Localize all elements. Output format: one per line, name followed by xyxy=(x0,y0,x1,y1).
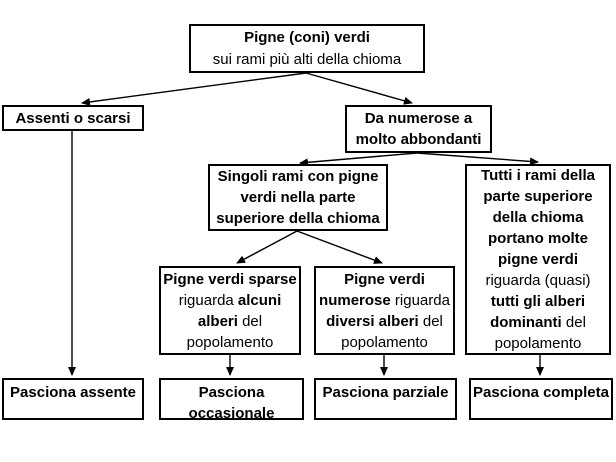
arrow-singoli-to-sparse xyxy=(236,230,298,264)
node-pasciona-assente-text: Pasciona assente xyxy=(10,384,136,401)
arrow-singoli-to-numerose xyxy=(296,230,383,264)
node-pasciona-assente: Pasciona assente xyxy=(2,378,144,420)
arrow-root-to-assenti xyxy=(81,72,307,106)
node-pasciona-completa: Pasciona completa xyxy=(469,378,613,420)
node-pasciona-parziale: Pasciona parziale xyxy=(314,378,457,420)
node-assenti-o-scarsi-text: Assenti o scarsi xyxy=(15,109,131,127)
node-assenti-o-scarsi: Assenti o scarsi xyxy=(2,105,144,131)
arrow-danumerose-to-tutti xyxy=(416,152,539,166)
node-pasciona-completa-text: Pasciona completa xyxy=(473,384,609,401)
arrow-danumerose-to-singoli xyxy=(299,152,418,167)
node-pasciona-parziale-text: Pasciona parziale xyxy=(322,384,449,401)
arrow-root-to-danumerose xyxy=(305,72,413,105)
